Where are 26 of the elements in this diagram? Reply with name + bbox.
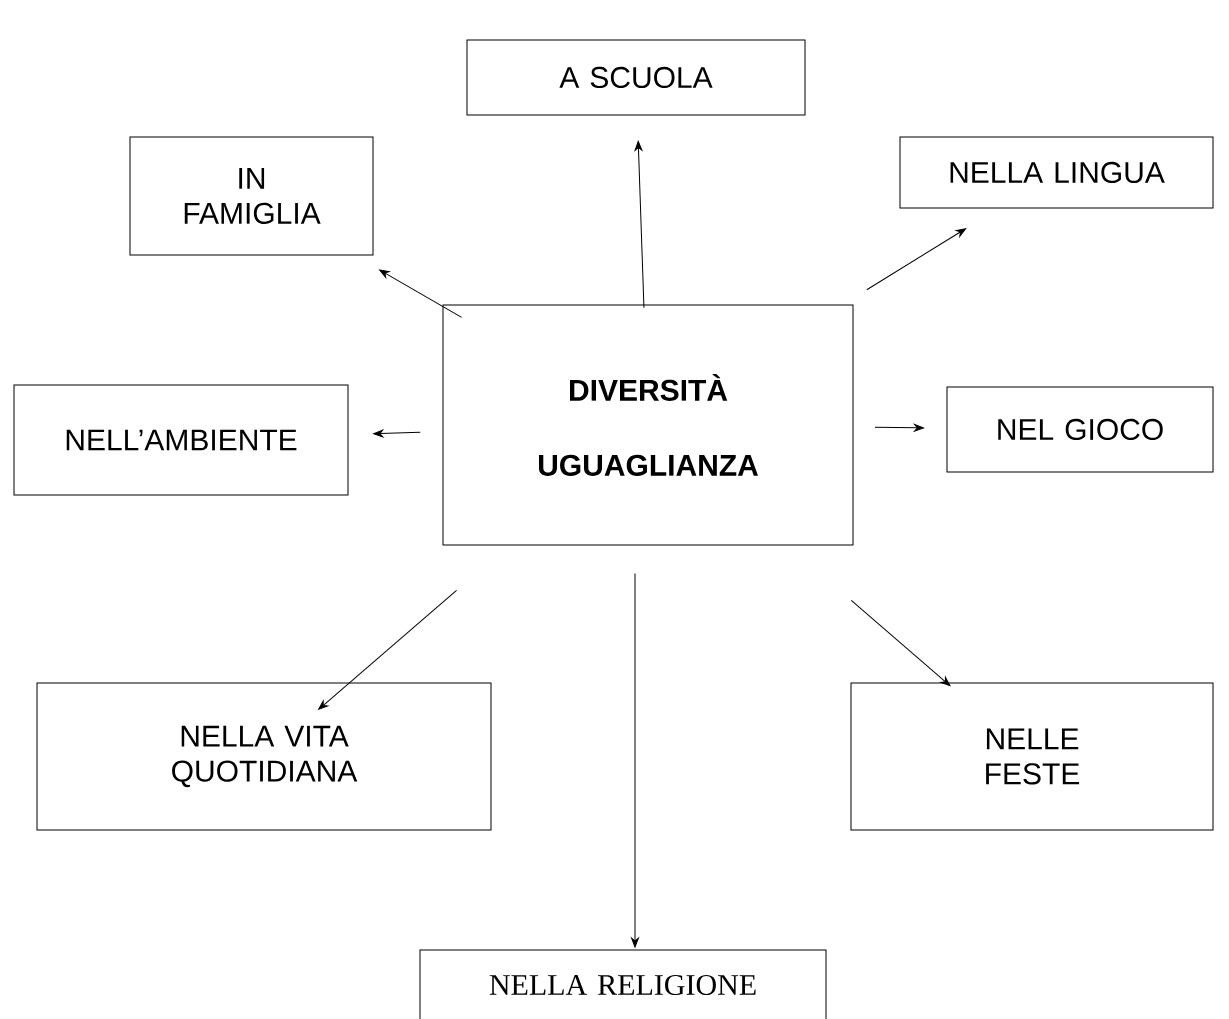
arrow — [379, 269, 463, 318]
arrow — [631, 573, 639, 948]
box-text: DIVERSITÀ UGUAGLIANZA — [539, 374, 759, 476]
box-text: NEL GIOCO — [998, 418, 1163, 441]
topic-box — [419, 949, 827, 1019]
box-text: NELL’AMBIENTE — [66, 429, 297, 451]
arrow — [866, 228, 967, 291]
center-box — [442, 304, 854, 546]
arrow — [318, 589, 458, 710]
arrow — [373, 429, 421, 438]
topic-box — [850, 682, 1214, 831]
topic-box — [129, 136, 374, 256]
topic-box — [466, 39, 806, 116]
box-text: A SCUOLA — [559, 66, 713, 89]
topic-box — [946, 386, 1214, 473]
topic-box — [13, 384, 349, 496]
topic-box — [36, 682, 492, 831]
box-text: IN FAMIGLIA — [184, 168, 321, 224]
box-text: NELLA LINGUA — [950, 161, 1165, 184]
box-text: NELLE FESTE — [986, 728, 1080, 785]
arrow — [634, 140, 645, 309]
arrow — [874, 423, 925, 432]
box-text: NELLA RELIGIONE — [489, 974, 756, 996]
topic-box — [899, 136, 1214, 209]
box-text: NELLA VITA QUOTIDIANA — [172, 725, 358, 788]
arrow — [850, 600, 951, 687]
